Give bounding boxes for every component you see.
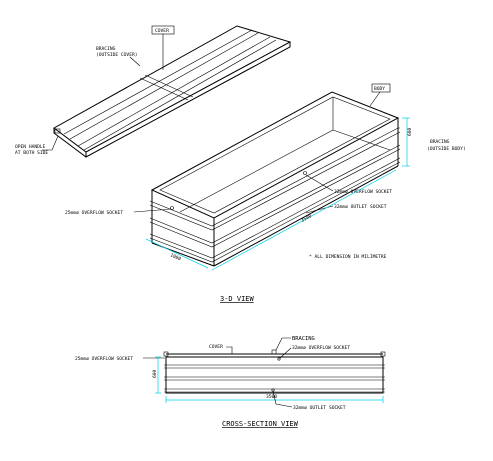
body-inner-rim: [159, 96, 391, 214]
bracing-cover-label-2: (OUTSIDE COVER): [96, 52, 138, 58]
cs-outlet-leader: [272, 390, 293, 408]
bracing-cover-leader: [129, 56, 141, 67]
overflow-socket-right-leader: [305, 174, 334, 192]
cs-bracing-leader: [275, 337, 291, 351]
bracing-body-label-1: BRACING: [430, 139, 450, 145]
cs-right-handle-icon: [380, 351, 386, 357]
cs-left-handle-icon: [163, 351, 169, 357]
dim-length-text: 3500: [300, 213, 313, 224]
dim-height-text: 600: [407, 127, 413, 136]
cs-body-outline: [165, 356, 384, 394]
outlet-socket-right-label: 32mmø OUTLET SOCKET: [334, 204, 387, 210]
dim-width-text: 1000: [169, 252, 182, 262]
body-top-rim: [150, 91, 400, 219]
body-leader: [369, 91, 381, 107]
cs-dim-length-text: 3500: [266, 394, 277, 400]
cs-bracing-label: BRACING: [292, 336, 315, 342]
bracing-cover-label-1: BRACING: [96, 46, 116, 52]
cs-cover-leader: [226, 346, 233, 354]
body-3d: [149, 91, 401, 267]
open-handle-label-1: OPEN HANDLE: [15, 144, 46, 150]
overflow-socket-left-leader: [133, 208, 172, 213]
cs-cover-label: COVER: [209, 344, 223, 350]
bracing-body-label-2: (OUTSIDE BODY): [427, 146, 466, 152]
cover-label-box: COVER: [151, 25, 175, 35]
cs-overflow-left-label: 25mmø OVERFLOW SOCKET: [75, 356, 133, 362]
overflow-socket-left-label: 25mmø OVERFLOW SOCKET: [65, 210, 123, 216]
cs-bracing-icon: [271, 349, 277, 355]
open-handle-leader: [42, 135, 59, 151]
cover-handle-icon: [54, 128, 61, 134]
cover-3d: [53, 25, 292, 158]
view-title-3d: 3-D VIEW: [220, 295, 255, 303]
view-title-cross-section: CROSS-SECTION VIEW: [222, 420, 299, 428]
dim-length-line: [211, 169, 397, 271]
cover-label: COVER: [155, 28, 169, 34]
cover-top-face: [53, 25, 292, 153]
overflow-socket-right-label: 32mmø OVERFLOW SOCKET: [334, 189, 392, 195]
dim-width-line: [145, 238, 209, 269]
body-label: BODY: [374, 86, 385, 92]
dimension-note: * ALL DIMENSION IN MILIMETRE: [309, 254, 387, 260]
overflow-socket-left-icon: [170, 206, 174, 210]
cs-dim-height-text: 600: [152, 369, 158, 378]
overflow-socket-icon: [303, 171, 307, 175]
cs-overflow-right-leader: [279, 347, 292, 359]
cross-section: [163, 349, 386, 394]
cs-overflow-right-label: 32mmø OVERFLOW SOCKET: [292, 345, 350, 351]
open-handle-label-2: AT BOTH SIDE: [15, 150, 48, 156]
cs-overflow-socket-icon: [277, 357, 281, 361]
cs-outlet-label: 32mmø OUTLET SOCKET: [293, 405, 346, 411]
outlet-socket-right-leader: [305, 205, 334, 214]
body-label-box: BODY: [371, 83, 391, 93]
